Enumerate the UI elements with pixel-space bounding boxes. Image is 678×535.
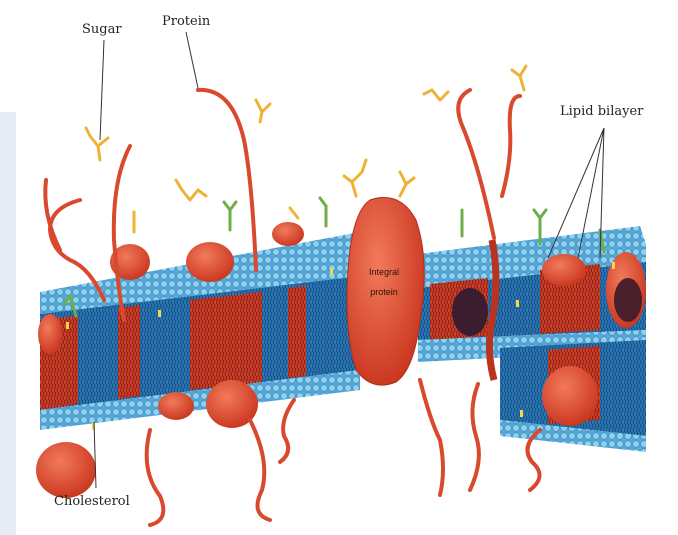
channel-protein-dark (452, 288, 488, 336)
integral-protein-label: Integral protein (356, 262, 412, 302)
sugar-chain-green-1 (224, 202, 236, 230)
peripheral-protein-3 (272, 222, 304, 246)
peripheral-protein-2 (186, 242, 234, 282)
peripheral-protein-bottom-2 (158, 392, 194, 420)
protein-strand-right-1 (458, 90, 494, 238)
sugar-chain-9 (290, 208, 298, 218)
sugar-chain-7 (512, 66, 526, 90)
transmembrane-protein-left-4 (288, 286, 306, 378)
peripheral-protein-edge (38, 314, 62, 354)
sugar-chain-3 (176, 180, 206, 200)
peripheral-protein-right-top (542, 254, 586, 286)
cholesterol-label: Cholesterol (54, 494, 130, 509)
protein-strand-bottom-3 (280, 400, 294, 462)
protein-strand-bottom-4 (420, 380, 443, 495)
peripheral-protein-right-bottom (542, 366, 598, 426)
sugar-leader-line (100, 40, 104, 140)
sugar-label: Sugar (82, 22, 122, 37)
channel-protein-dark-right (614, 278, 642, 322)
protein-label: Protein (162, 14, 210, 29)
membrane-right (418, 226, 646, 452)
integral-protein-label-line-2: protein (356, 282, 412, 302)
protein-strand-right-2 (502, 96, 520, 196)
integral-protein-label-line-1: Integral (356, 262, 412, 282)
sugar-chain-green-2 (320, 198, 326, 226)
lipid-bilayer-label: Lipid bilayer (560, 104, 643, 119)
protein-strand-bottom-1 (147, 430, 164, 525)
membrane-left (36, 222, 360, 498)
transmembrane-protein-left-3 (190, 292, 262, 390)
sugar-chain-6 (424, 90, 448, 100)
sugar-chain-4 (344, 160, 366, 196)
transmembrane-protein-left-2 (118, 305, 140, 399)
protein-strand-bottom-2 (250, 420, 270, 520)
protein-strand-bottom-5 (470, 384, 479, 490)
peripheral-protein-bottom-1 (36, 442, 96, 498)
sugar-chain-1 (86, 128, 108, 160)
sugar-chain-5 (400, 172, 414, 196)
protein-leader-line (186, 32, 198, 88)
sugar-chain-2 (256, 100, 270, 122)
